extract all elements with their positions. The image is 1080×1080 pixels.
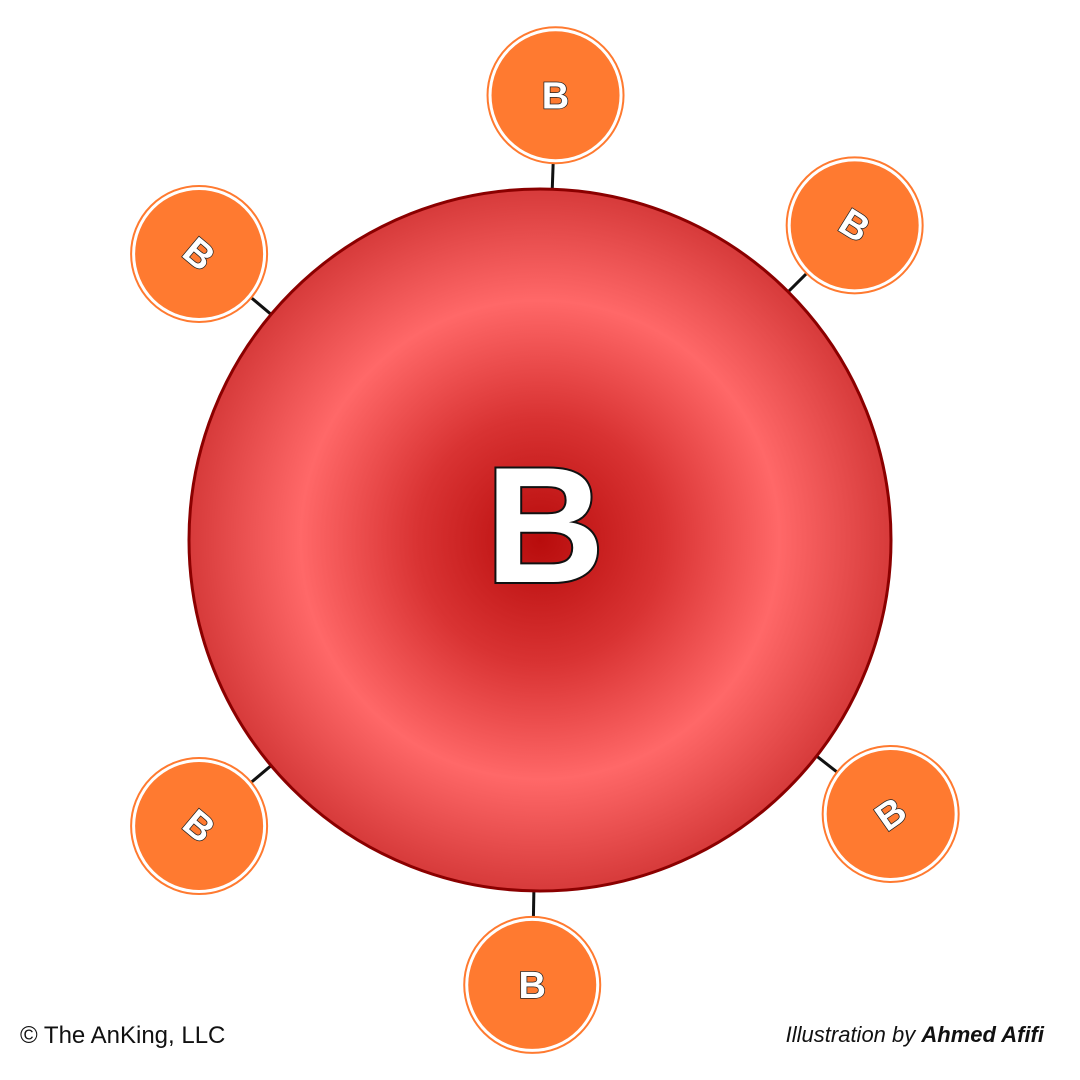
antigen-b: B [785, 156, 924, 295]
antigen-body [135, 189, 264, 318]
antigen-connectors [248, 161, 840, 919]
antigen-connector [248, 295, 274, 317]
antigen-connector [248, 763, 274, 785]
antigen-connector [550, 161, 555, 192]
antigen-label: B [542, 75, 569, 117]
antigen-body [135, 762, 264, 891]
antigen-connector [531, 888, 536, 919]
antigen-body [468, 920, 597, 1049]
antigen-connector [785, 270, 810, 295]
antigen-b: B [821, 744, 960, 883]
antigen-body [826, 749, 955, 878]
cell-label: B [485, 433, 604, 617]
antigen-b: B [130, 184, 269, 323]
antigen-b: B [130, 757, 269, 896]
illustration-prefix: Illustration by [785, 1022, 922, 1047]
antigen-body [790, 161, 919, 290]
antigen-connector [814, 753, 840, 775]
illustrator-name: Ahmed Afifi [921, 1022, 1044, 1047]
antigen-b: B [486, 26, 625, 165]
illustration-credit: Illustration by Ahmed Afifi [786, 1022, 1044, 1048]
antigen-b: B [463, 915, 602, 1054]
copyright-credit: © The AnKing, LLC [20, 1022, 226, 1049]
antigen-group: B B B B B B [130, 26, 960, 1054]
red-blood-cell [187, 187, 893, 893]
antigen-label: B [519, 965, 546, 1007]
antigen-body [491, 31, 620, 160]
